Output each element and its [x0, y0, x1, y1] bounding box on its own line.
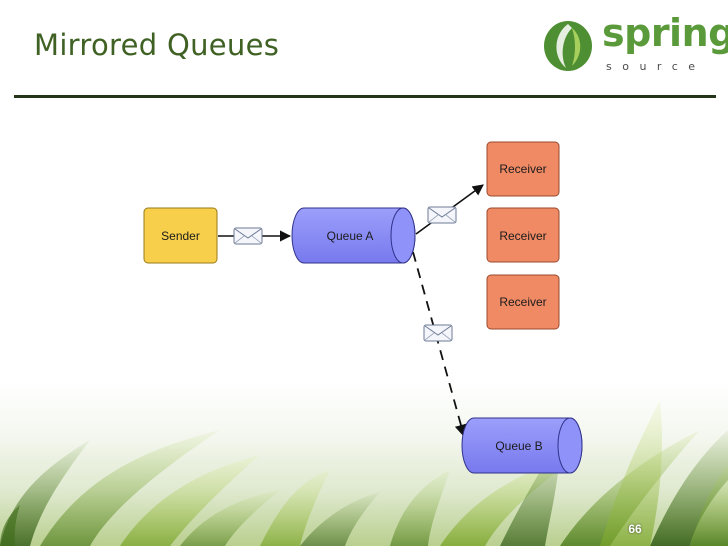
- receiver-label: Receiver: [499, 229, 546, 243]
- receiver-label: Receiver: [499, 295, 546, 309]
- logo-wordmark: spring: [602, 11, 728, 55]
- receiver-node: Receiver: [486, 274, 560, 330]
- queue-a-label: Queue A: [327, 229, 374, 243]
- envelope-icon: [423, 324, 453, 342]
- queue-a-to-queue-b-mirror-arrow: [412, 251, 468, 438]
- receiver-label: Receiver: [499, 162, 546, 176]
- title-divider: [14, 95, 716, 98]
- logo-subtitle: source: [606, 60, 706, 73]
- sender-label: Sender: [161, 229, 200, 243]
- sender-node: Sender: [143, 207, 218, 264]
- queue-b-node: Queue B: [461, 417, 583, 474]
- envelope-icon: [427, 206, 457, 224]
- page-number: 66: [628, 522, 642, 536]
- leaf-icon: [544, 21, 592, 71]
- receiver-node: Receiver: [486, 141, 560, 197]
- queue-b-label: Queue B: [495, 439, 542, 453]
- envelope-icon: [233, 227, 263, 245]
- slide-title: Mirrored Queues: [34, 28, 280, 62]
- queue-a-node: Queue A: [291, 207, 416, 264]
- receiver-node: Receiver: [486, 207, 560, 263]
